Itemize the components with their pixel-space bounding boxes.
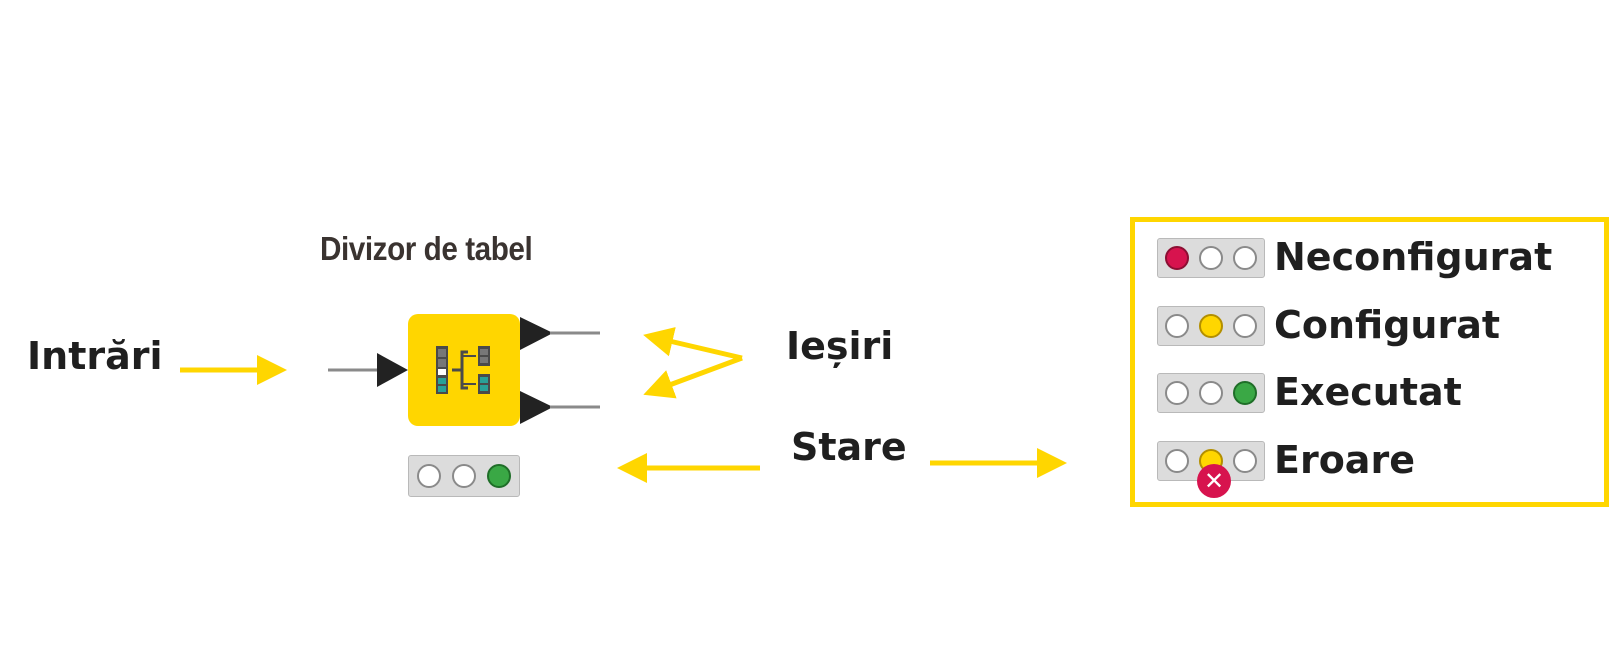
outputs-arrow-top [643,327,743,361]
traffic-light [1157,306,1265,346]
legend-label: Eroare [1274,438,1415,482]
node-status-indicator [408,455,520,497]
node-title: Divizor de tabel [320,230,533,267]
status-lamp [1233,246,1257,270]
table-splitter-node[interactable] [408,314,520,426]
table-splitter-icon [436,346,490,394]
close-icon: ✕ [1197,464,1231,498]
status-lamp [1233,314,1257,338]
status-lamp [1165,314,1189,338]
status-lamp [1233,381,1257,405]
outputs-arrow-bottom [643,355,743,399]
status-label: Stare [791,425,907,469]
input-port [377,353,408,387]
legend-label: Neconfigurat [1274,235,1553,279]
status-lamp [417,464,441,488]
status-lamp [1233,449,1257,473]
traffic-light [1157,373,1265,413]
traffic-light [1157,238,1265,278]
outputs-label: Ieșiri [786,324,894,368]
status-lamp [452,464,476,488]
traffic-light: ✕ [1157,441,1265,498]
status-lamp [1165,381,1189,405]
legend-label: Executat [1274,370,1462,414]
status-lamp [1165,246,1189,270]
legend-label: Configurat [1274,303,1501,347]
status-lamp [1199,381,1223,405]
status-lamp [1199,246,1223,270]
status-legend: Neconfigurat Configurat Executat ✕ Eroar… [1130,217,1609,507]
status-lamp [1199,314,1223,338]
status-lamp [1165,449,1189,473]
output-port-bottom [520,391,553,424]
output-port-top [520,317,553,350]
status-lamp [487,464,511,488]
inputs-label: Intrări [27,334,163,378]
